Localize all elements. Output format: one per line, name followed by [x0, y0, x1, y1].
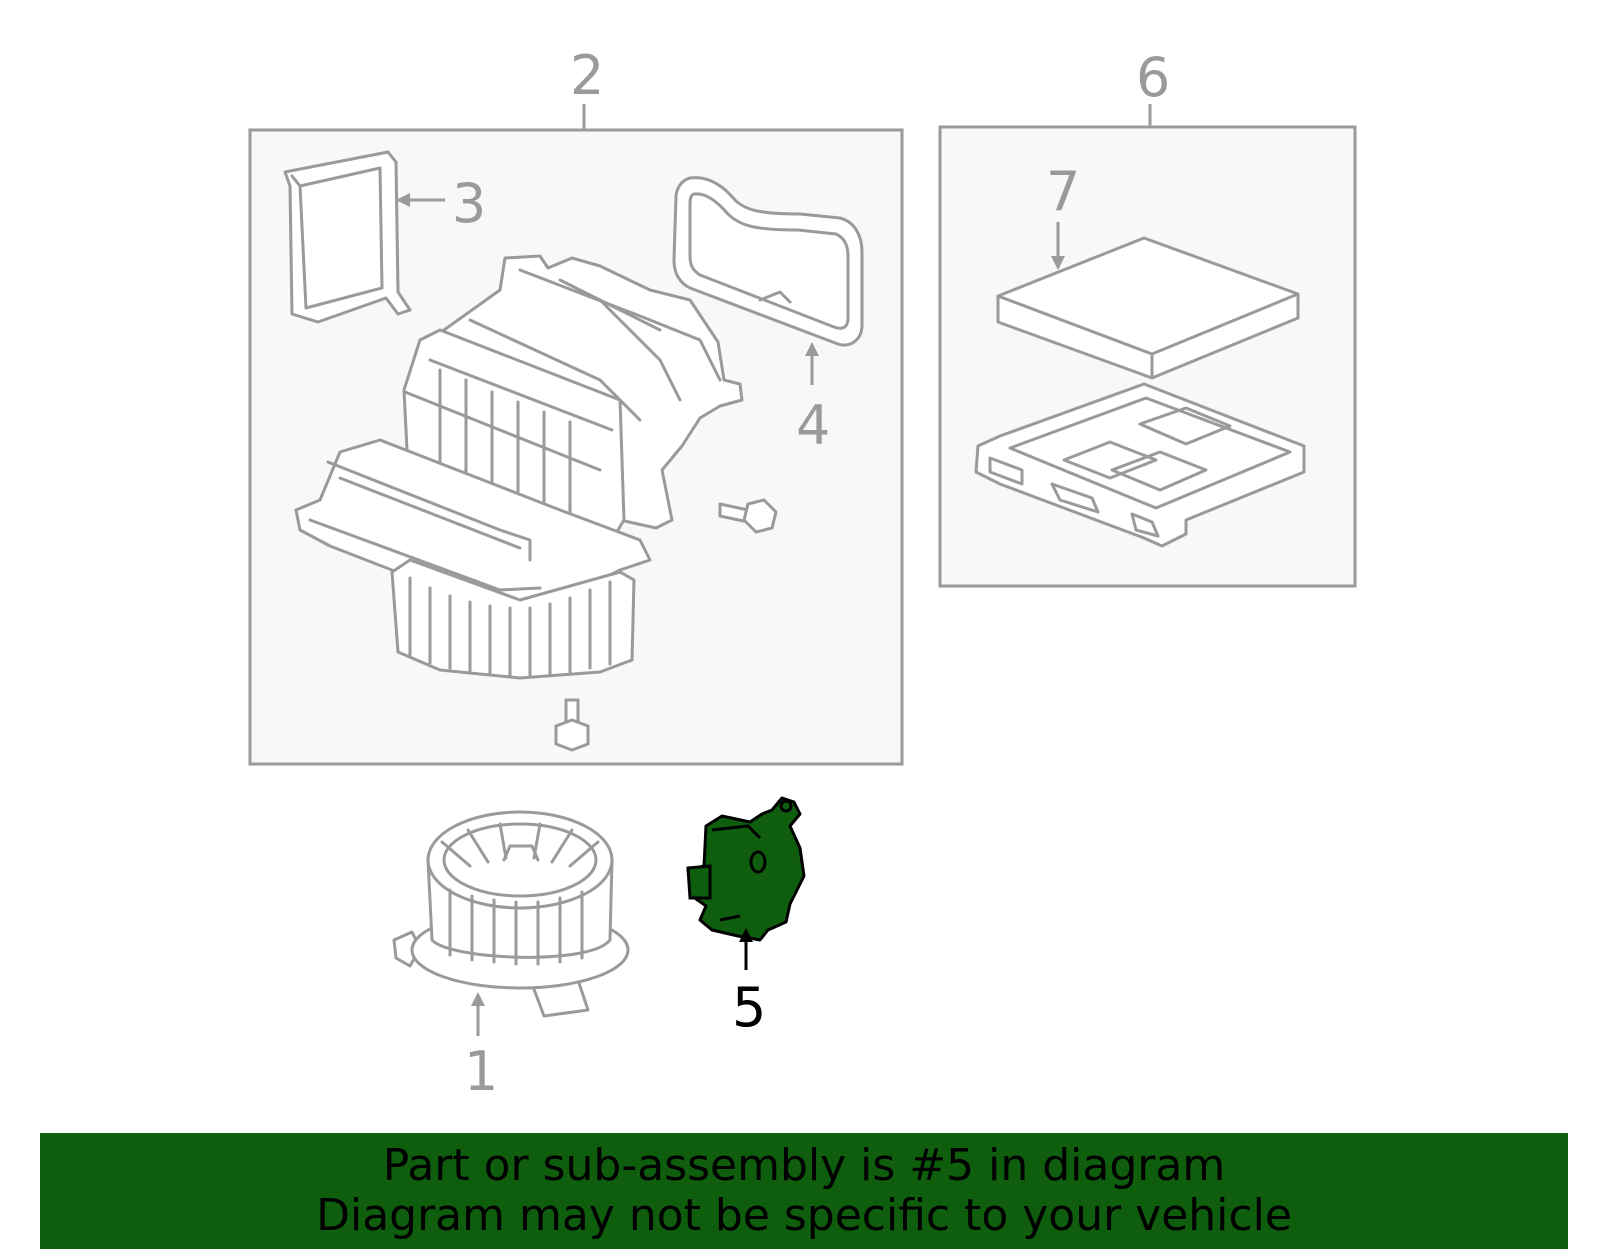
callout-7[interactable]: 7 [1046, 160, 1080, 223]
part-3-seal[interactable] [283, 150, 412, 324]
callout-6[interactable]: 6 [1136, 46, 1170, 109]
callout-1[interactable]: 1 [464, 1040, 498, 1103]
arrow-7 [1051, 256, 1065, 270]
callout-5[interactable]: 5 [732, 976, 766, 1039]
arrow-5 [739, 928, 753, 942]
callout-2[interactable]: 2 [570, 44, 604, 107]
screw-horizontal [718, 498, 778, 534]
blower-housing[interactable] [294, 254, 744, 680]
arrow-1 [471, 992, 485, 1006]
part-5-actuator[interactable] [686, 796, 806, 942]
arrow-3 [396, 193, 410, 207]
part-7-filter[interactable] [996, 236, 1300, 380]
part-4-gasket[interactable] [672, 176, 864, 347]
callout-4[interactable]: 4 [796, 394, 830, 457]
part-1-blower-motor[interactable] [392, 810, 630, 1018]
screw-vertical [554, 698, 590, 752]
callout-3[interactable]: 3 [452, 172, 486, 235]
arrow-4 [805, 342, 819, 356]
filter-tray[interactable] [974, 382, 1306, 548]
banner-line-1: Part or sub-assembly is #5 in diagram [382, 1140, 1226, 1191]
banner-line-2: Diagram may not be specific to your vehi… [316, 1190, 1292, 1241]
info-banner: Part or sub-assembly is #5 in diagram Di… [40, 1133, 1568, 1249]
